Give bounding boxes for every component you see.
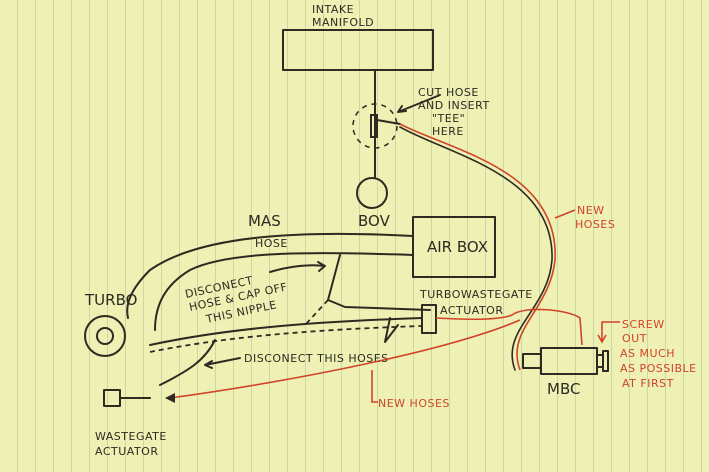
wastegate-branch [159,339,216,386]
screw-out-label-3: AS MUCH [620,347,675,360]
tee-fitting [370,114,378,138]
wastegate-actuator-label-1: WASTEGATE [95,430,167,443]
bov-valve [356,177,388,209]
mbc-body [540,347,598,375]
intake-manifold-label-1: INTAKE [312,3,354,16]
wastegate-actuator-label-2: ACTUATOR [95,445,158,458]
screw-out-label-5: AT FIRST [622,377,674,390]
turbo-label: TURBO [84,291,137,309]
screw-out-label-4: AS POSSIBLE [620,362,697,375]
mbc-label: MBC [547,380,580,398]
new-hoses-top-pointer [554,209,576,219]
cut-hose-label-2: AND INSERT [418,99,490,112]
wastegate-actuator [103,389,121,407]
screw-out-arrow [597,321,620,344]
new-hose-mbc-loop [435,308,583,346]
disconnect-hoses-arrow-2 [384,317,399,343]
new-hose-arrowhead [165,393,175,403]
new-hoses-top-label-1: NEW [577,204,605,217]
new-hoses-bottom-pointer [371,370,378,403]
new-hose-tee-to-mbc [399,123,556,371]
wastegate-hose-b [149,325,423,353]
wastegate-hose-upper [327,254,431,311]
wastegate-hose-a [149,317,423,346]
airbox-label: AIR BOX [427,238,488,256]
mas-label: MAS [248,212,281,230]
mbc-inlet [522,353,542,369]
disconnect-hoses-arrow [204,357,241,369]
cut-hose-label-3: "TEE" [432,112,465,125]
mbc-adjuster-knob [602,350,609,372]
tee-arrow [397,94,441,113]
intake-manifold-label-2: MANIFOLD [312,16,374,29]
tee-location-circle [352,103,398,149]
turbo-inlet [96,327,114,345]
turbo-wastegate-label-1: TURBOWASTEGATE [419,288,533,301]
new-hose-tee-ink [399,126,553,371]
cut-hose-label-1: CUT HOSE [418,86,479,99]
airbox [412,216,496,278]
capped-hose [304,299,329,326]
disconnect-nipple-arrow [269,261,326,273]
mas-hose-top [126,232,414,319]
turbo-wastegate-label-2: ACTUATOR [440,304,503,317]
screw-out-label-2: OUT [622,332,647,345]
hose-label: HOSE [255,237,288,250]
turbo-wastegate-actuator [421,304,437,334]
tee-branch [376,119,401,125]
turbo [84,315,126,357]
disconnect-hoses-label: DISCONECT THIS HOSES [244,352,389,365]
cut-hose-label-4: HERE [432,125,464,138]
intake-manifold-box [282,29,434,71]
new-hose-wastegate [169,319,521,399]
mas-hose-bottom [154,252,414,331]
screw-out-label-1: SCREW [622,318,665,331]
new-hoses-bottom-label: NEW HOSES [378,397,450,410]
bov-label: BOV [358,212,391,230]
new-hoses-top-label-2: HOSES [575,218,615,231]
